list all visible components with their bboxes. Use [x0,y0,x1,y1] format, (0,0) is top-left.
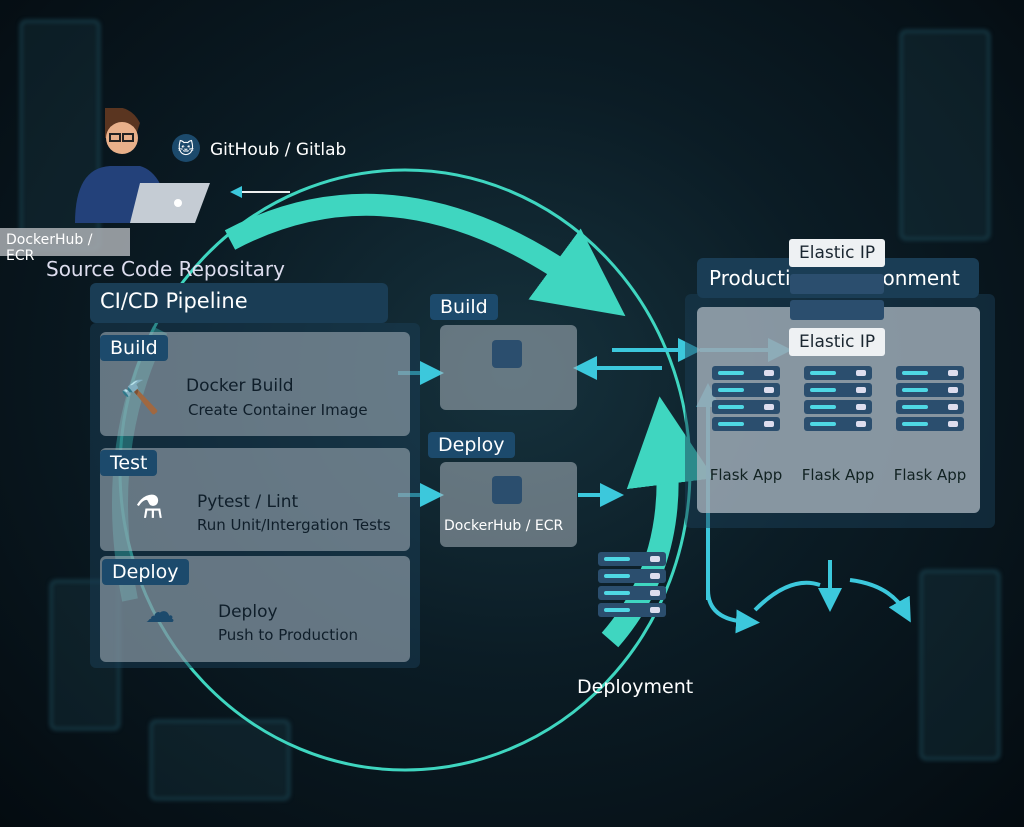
cloud-upload-icon: ☁ [145,595,175,630]
git-label: GitHoub / Gitlab [210,140,347,160]
stage-subtitle: Run Unit/Intergation Tests [197,516,391,534]
pipeline-title: CI/CD Pipeline [90,283,388,323]
title-right: onment [882,266,960,290]
server-icon [804,366,872,434]
server-stack-icon [598,552,666,620]
flask-app-label: Flask App [801,466,875,484]
registry-label: DockerHub / ECR [444,518,564,534]
flask-app-label: Flask App [893,466,967,484]
repo-title: Source Code Repositary [46,257,285,281]
elastic-ip: Elastic IP [789,328,886,356]
title-left: Producti [709,266,791,290]
deployment-label: Deployment [577,676,694,698]
registry-box [440,462,577,547]
flask-icon: ⚗ [135,488,164,526]
stage-tag-deploy: Deploy [102,559,189,585]
bg-screen [920,570,1000,760]
stage-title: Pytest / Lint [197,492,299,512]
cycle-arrow-top [224,193,626,317]
dockerhub-overlay: DockerHub / ECR [0,228,130,264]
server-icon [712,366,780,434]
load-balancer-bar [790,300,884,320]
bg-screen [150,720,290,800]
server-icon [896,366,964,434]
flask-app-label: Flask App [709,466,783,484]
stage-title: Docker Build [186,376,294,396]
deploy-tag: Deploy [428,432,515,458]
stage-tag-test: Test [100,450,158,476]
container-icon [492,340,522,368]
load-balancer-bar [790,274,884,294]
container-icon [492,476,522,504]
github-icon: 🐱 [172,134,200,162]
hammer-icon: 🔨 [120,378,160,416]
elastic-ip-top: Elastic IP [789,239,886,267]
cycle-arrow-right [601,396,715,648]
stage-title: Deploy [218,602,278,622]
stage-subtitle: Push to Production [218,626,359,644]
developer-illustration [75,108,210,223]
bg-screen [900,30,990,240]
stage-subtitle: Create Container Image [188,401,368,419]
stage-tag-build: Build [100,335,168,361]
build-tag: Build [430,294,498,320]
